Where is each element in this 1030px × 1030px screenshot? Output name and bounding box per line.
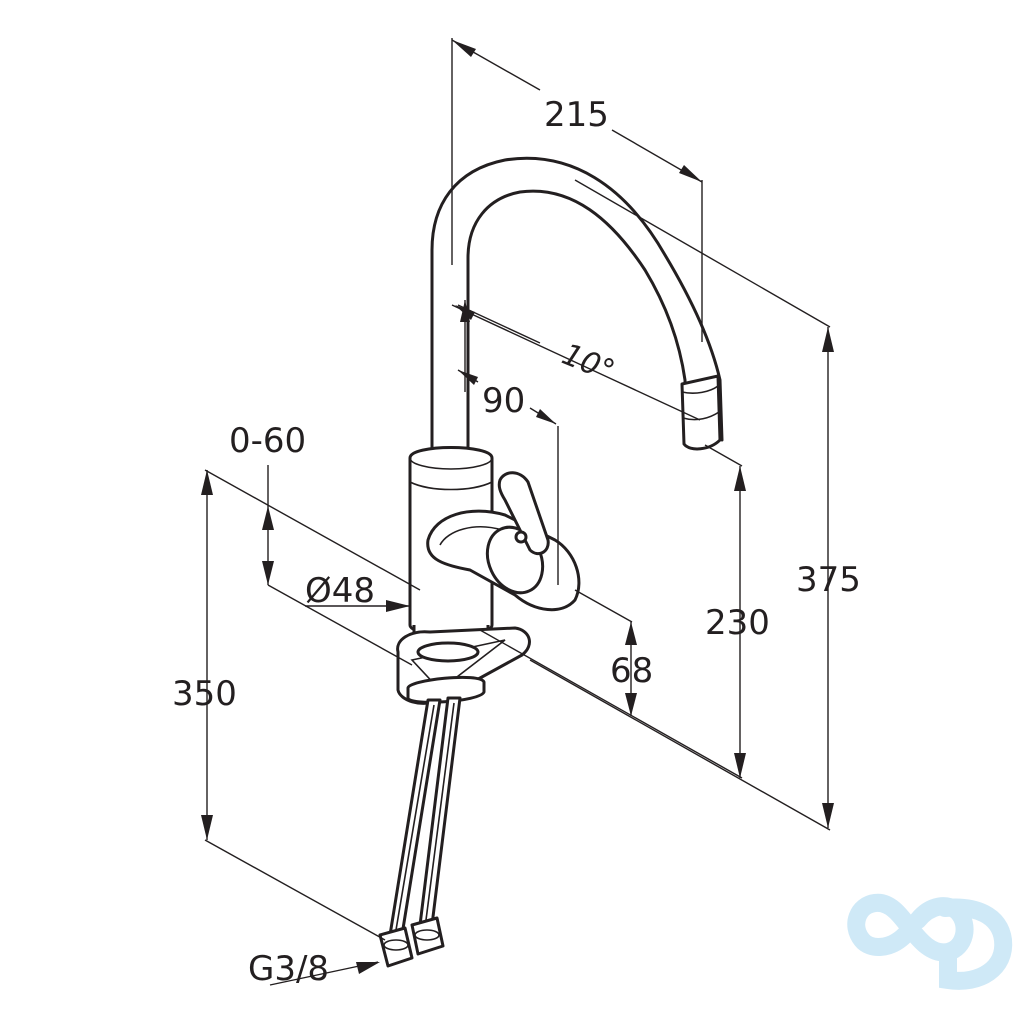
watermark-d-mark xyxy=(936,898,1013,990)
dim-68-arrow-bottom xyxy=(625,693,637,716)
ext-230-bottom xyxy=(479,629,743,779)
ext-375-bottom xyxy=(529,659,831,831)
watermark-logo xyxy=(847,893,1013,990)
body-top-ring xyxy=(409,446,493,470)
dimension-lines xyxy=(201,38,834,986)
dim-230-arrow-bottom xyxy=(734,753,746,778)
label-g3-8: G3/8 xyxy=(248,949,329,989)
dim-215-arrow-left xyxy=(452,40,476,57)
label-diameter-48: Ø48 xyxy=(305,571,375,611)
dim-350-arrow-top xyxy=(201,470,213,495)
dim-060-arrow-bottom xyxy=(262,561,274,585)
label-350: 350 xyxy=(172,674,237,714)
fitting-left xyxy=(378,926,414,968)
dim-230-arrow-top xyxy=(734,466,746,491)
ext-68-top xyxy=(574,589,633,623)
label-230: 230 xyxy=(705,603,770,643)
fitting-right-ring xyxy=(414,929,440,941)
dim-10-ext xyxy=(451,304,701,421)
spout-tip-ring-2 xyxy=(682,411,720,421)
mounting-washer xyxy=(406,675,486,704)
dim-375-arrow-top xyxy=(822,327,834,352)
body-band xyxy=(409,481,493,491)
ext-060-bottom xyxy=(267,584,413,666)
lever-pivot xyxy=(514,530,528,544)
dimension-labels: 215 10° 90 0-60 Ø48 350 68 230 375 G3/8 xyxy=(172,95,861,989)
lever-handle xyxy=(497,471,550,556)
spout-tip-ring xyxy=(681,385,719,394)
ext-060-top xyxy=(204,469,421,591)
label-215: 215 xyxy=(544,95,609,135)
dim-90-arrow-left xyxy=(458,370,478,385)
dim-g38-arrow xyxy=(356,962,380,974)
dim-68-arrow-top xyxy=(625,622,637,645)
lever-housing-inner xyxy=(439,526,503,546)
mounting-nut xyxy=(416,641,480,663)
ext-375-top xyxy=(574,179,831,328)
dim-90-arrow-right xyxy=(536,409,556,424)
faucet-outline xyxy=(378,156,724,968)
spout-tip xyxy=(680,374,722,451)
label-0-60: 0-60 xyxy=(229,421,306,461)
label-90: 90 xyxy=(482,381,525,421)
label-68: 68 xyxy=(610,651,653,691)
dim-215-arrow-right xyxy=(679,165,702,182)
hose-left-line xyxy=(395,704,435,931)
hose-right-line xyxy=(425,702,455,921)
ext-230-top xyxy=(704,444,743,467)
label-10-degree: 10° xyxy=(557,337,619,389)
dim-375-arrow-bottom xyxy=(822,803,834,828)
spout-inner xyxy=(466,189,687,450)
fitting-left-ring xyxy=(383,939,409,951)
ext-350-bottom xyxy=(204,839,386,941)
label-375: 375 xyxy=(796,560,861,600)
fitting-right xyxy=(410,916,445,956)
dim-060-arrow-top xyxy=(262,506,274,530)
dim-48-arrow xyxy=(386,600,410,612)
dim-350-arrow-bottom xyxy=(201,815,213,840)
